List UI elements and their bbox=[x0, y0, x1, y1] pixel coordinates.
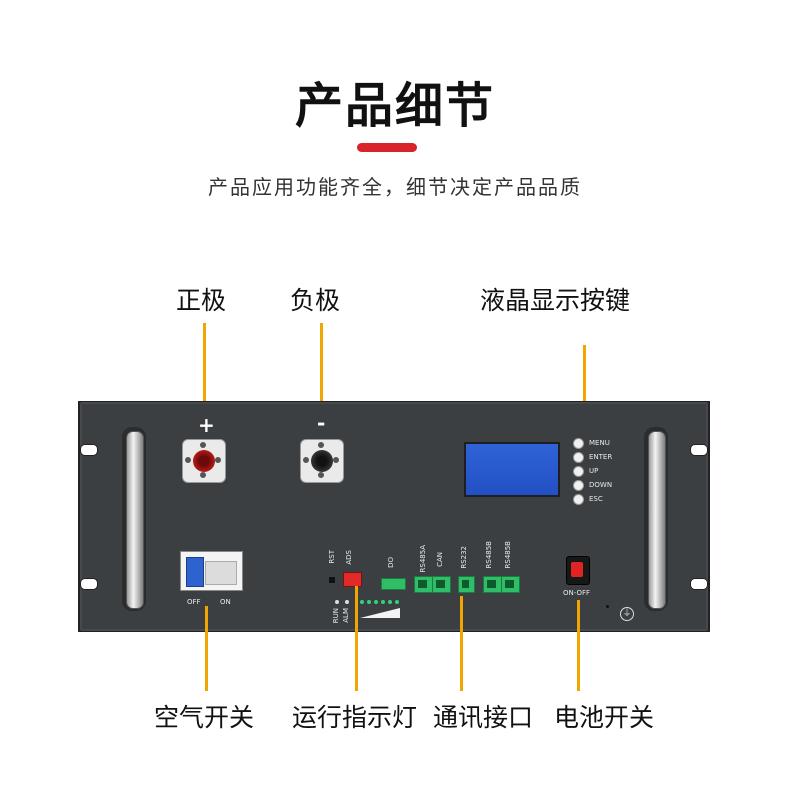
handle-right[interactable] bbox=[648, 431, 666, 609]
lcd-display bbox=[464, 442, 560, 497]
battery-switch-rocker bbox=[571, 562, 583, 577]
port-can-socket bbox=[436, 580, 445, 588]
rst-label: RST bbox=[328, 550, 336, 564]
port-rs485a-socket bbox=[418, 580, 427, 588]
pinhole bbox=[606, 605, 609, 608]
port-rs232-socket bbox=[462, 580, 469, 588]
leader-run-indicator bbox=[355, 586, 358, 691]
plus-sign: + bbox=[198, 413, 215, 437]
label-positive: 正极 bbox=[176, 286, 227, 315]
leader-comm-port bbox=[460, 596, 463, 691]
leader-lcd-keys bbox=[583, 345, 586, 430]
label-battery-switch: 电池开关 bbox=[554, 703, 655, 732]
esc-button-label: ESC bbox=[589, 495, 603, 503]
breaker-off-label: OFF bbox=[187, 598, 201, 606]
do-terminal-block bbox=[381, 578, 406, 590]
positive-terminal-bolts bbox=[185, 442, 221, 478]
leader-battery-switch bbox=[577, 600, 580, 691]
port-rs485b-1-socket bbox=[487, 580, 496, 588]
mount-hole-left-bottom bbox=[80, 578, 98, 590]
menu-button-label: MENU bbox=[589, 439, 610, 447]
air-breaker-body bbox=[205, 561, 237, 585]
port-label-rs485a: RS485A bbox=[419, 545, 427, 573]
breaker-on-label: ON bbox=[220, 598, 231, 606]
enter-button[interactable] bbox=[573, 452, 584, 463]
ads-label: ADS bbox=[345, 550, 353, 565]
title-underline bbox=[357, 143, 417, 152]
down-button[interactable] bbox=[573, 480, 584, 491]
label-air-switch: 空气开关 bbox=[154, 703, 255, 732]
do-label: DO bbox=[387, 557, 395, 568]
leader-air-switch bbox=[205, 606, 208, 691]
ground-icon: ⏚ bbox=[620, 607, 634, 621]
alm-label: ALM bbox=[342, 608, 350, 623]
label-comm-port: 通讯接口 bbox=[433, 703, 534, 732]
positive-terminal-core bbox=[193, 450, 215, 472]
port-label-can: CAN bbox=[436, 552, 444, 567]
label-lcd-keys: 液晶显示按键 bbox=[480, 286, 631, 315]
page-subtitle: 产品应用功能齐全，细节决定产品品质 bbox=[208, 175, 582, 199]
air-breaker-toggle[interactable] bbox=[186, 557, 204, 587]
esc-button[interactable] bbox=[573, 494, 584, 505]
up-button[interactable] bbox=[573, 466, 584, 477]
page-title: 产品细节 bbox=[294, 78, 495, 134]
leader-positive bbox=[203, 323, 206, 415]
down-button-label: DOWN bbox=[589, 481, 613, 489]
alm-led bbox=[345, 600, 349, 604]
run-led bbox=[335, 600, 339, 604]
negative-terminal-core bbox=[311, 450, 333, 472]
minus-sign: - bbox=[317, 411, 326, 435]
port-label-rs232: RS232 bbox=[460, 546, 468, 569]
negative-terminal-bolts bbox=[303, 442, 339, 478]
mount-hole-right-top bbox=[690, 444, 708, 456]
handle-left[interactable] bbox=[126, 431, 144, 609]
label-run-indicator: 运行指示灯 bbox=[292, 703, 418, 732]
onoff-label: ON-OFF bbox=[563, 589, 591, 597]
mount-hole-left-top bbox=[80, 444, 98, 456]
port-label-rs485b-1: RS485B bbox=[485, 541, 493, 569]
port-label-rs485b-2: RS485B bbox=[504, 541, 512, 569]
enter-button-label: ENTER bbox=[589, 453, 613, 461]
address-dip-switch[interactable] bbox=[343, 572, 362, 587]
leader-negative bbox=[320, 323, 323, 415]
port-rs485b-2-socket bbox=[505, 580, 514, 588]
menu-button[interactable] bbox=[573, 438, 584, 449]
run-label: RUN bbox=[332, 608, 340, 624]
mount-hole-right-bottom bbox=[690, 578, 708, 590]
soc-led-bar bbox=[360, 600, 400, 618]
label-negative: 负极 bbox=[290, 286, 341, 315]
up-button-label: UP bbox=[589, 467, 599, 475]
reset-button[interactable] bbox=[329, 577, 335, 583]
